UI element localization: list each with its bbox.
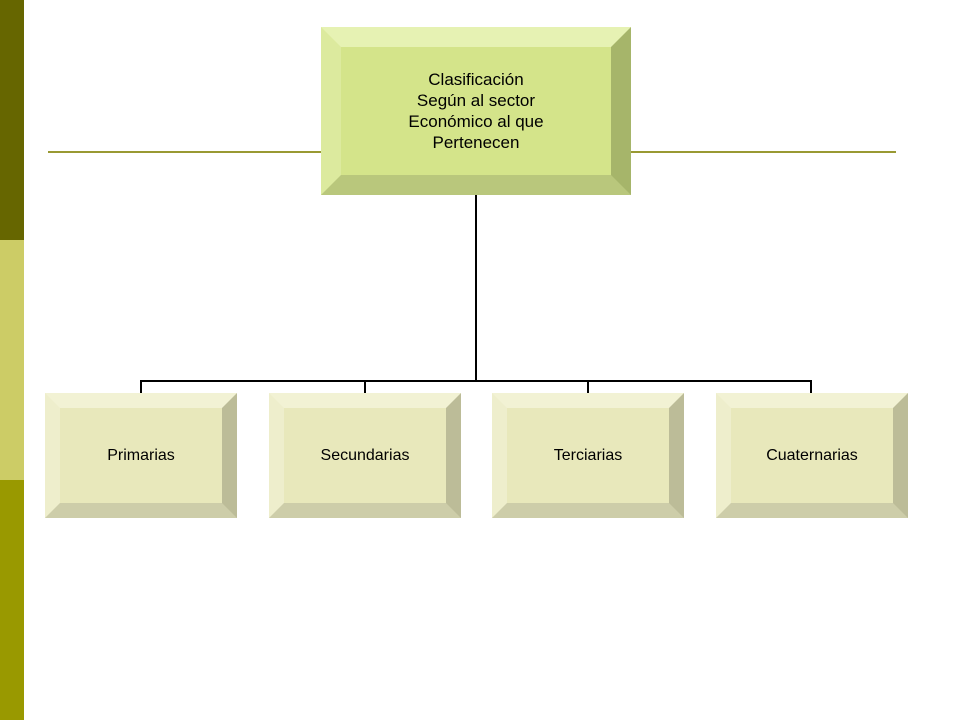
node-cuaternarias: Cuaternarias [716, 393, 908, 518]
side-strip-middle [0, 240, 24, 480]
root-node: Clasificación Según al sector Económico … [321, 27, 631, 195]
node-label: Terciarias [553, 446, 623, 464]
node-label: Secundarias [320, 446, 410, 464]
node-primarias: Primarias [45, 393, 237, 518]
node-label: Primarias [107, 446, 175, 464]
node-label: Cuaternarias [766, 446, 858, 464]
node-terciarias: Terciarias [492, 393, 684, 518]
side-strip-top [0, 0, 24, 240]
node-secundarias: Secundarias [269, 393, 461, 518]
side-strip-bottom [0, 480, 24, 720]
root-node-label: Clasificación Según al sector Económico … [408, 69, 544, 153]
